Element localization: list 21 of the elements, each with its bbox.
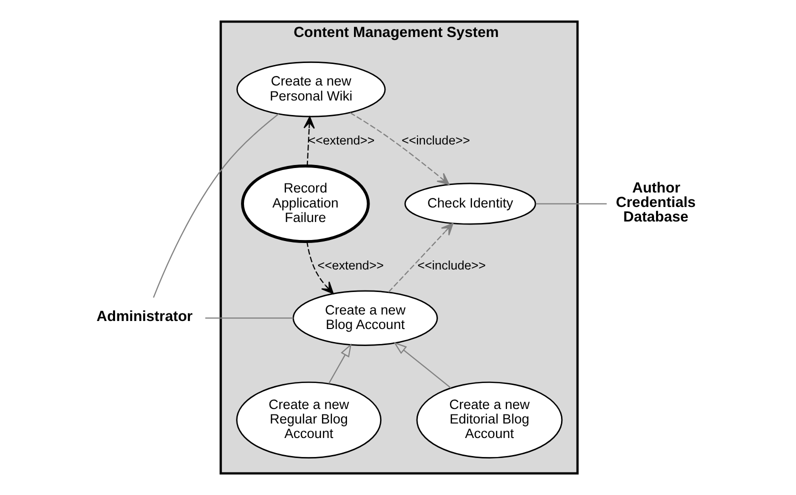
node-ellipse: Create a new Regular Blog Account	[236, 382, 382, 458]
connector	[205, 318, 294, 319]
node-ellipse: Create a new Personal Wiki	[236, 62, 386, 118]
arrow	[304, 116, 315, 166]
node-text: Author Credentials Database	[616, 180, 696, 226]
edge-label: <<extend>>	[317, 258, 384, 272]
arrow	[350, 112, 450, 186]
edge-label: <<include>>	[402, 134, 470, 148]
arrow	[393, 342, 452, 388]
arrow	[306, 241, 334, 294]
node-ellipse: Create a new Editorial Blog Account	[416, 382, 563, 458]
arrow	[388, 222, 454, 292]
edge-label: <<extend>>	[308, 134, 375, 148]
node-ellipse: Create a new Blog Account	[292, 290, 438, 346]
connector	[536, 203, 607, 204]
node-text: Administrator	[96, 308, 193, 325]
node-ellipse: Record Application Failure	[241, 164, 370, 244]
connector	[152, 114, 279, 298]
edge-label: <<include>>	[417, 258, 486, 272]
arrow	[328, 343, 352, 384]
node-ellipse: Check Identity	[404, 182, 536, 225]
